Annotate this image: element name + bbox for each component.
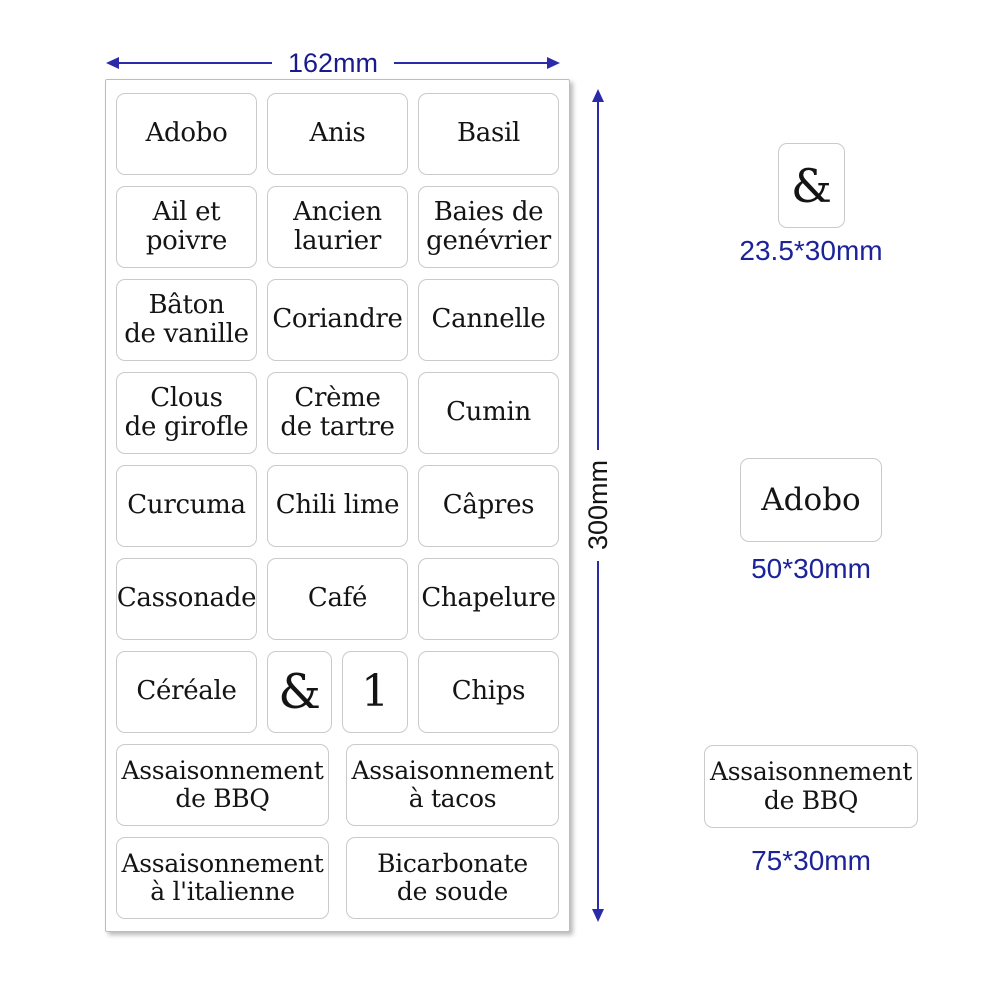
label-sticker: Chili lime bbox=[267, 465, 408, 547]
sample-label-medium: Adobo bbox=[740, 458, 882, 542]
label-sticker: Clous de girofle bbox=[116, 372, 257, 454]
height-dimension-label: 300mm bbox=[582, 460, 613, 551]
sample-label-large: Assaisonnement de BBQ bbox=[704, 745, 918, 828]
dimension-line bbox=[118, 62, 272, 64]
label-sticker: Bâton de vanille bbox=[116, 279, 257, 361]
dimension-line bbox=[597, 101, 599, 451]
arrow-down-icon bbox=[592, 909, 604, 928]
width-dimension: 162mm bbox=[100, 46, 566, 80]
dimension-line bbox=[597, 560, 599, 910]
dimension-line bbox=[394, 62, 548, 64]
label-sticker: Coriandre bbox=[267, 279, 408, 361]
label-row: Assaisonnement à l'italienne Bicarbonate… bbox=[116, 837, 569, 919]
label-row: Curcuma Chili lime Câpres bbox=[116, 465, 569, 547]
label-sticker: Câpres bbox=[418, 465, 559, 547]
label-row: Bâton de vanille Coriandre Cannelle bbox=[116, 279, 569, 361]
label-row: Adobo Anis Basil bbox=[116, 93, 569, 175]
label-sticker-ampersand: & bbox=[267, 651, 332, 733]
label-sticker: Curcuma bbox=[116, 465, 257, 547]
label-sticker: Baies de genévrier bbox=[418, 186, 559, 268]
sample-size-large: 75*30mm bbox=[751, 845, 871, 876]
arrow-right-icon bbox=[547, 57, 566, 69]
label-row: Céréale & 1 Chips bbox=[116, 651, 569, 733]
label-row: Ail et poivre Ancien laurier Baies de ge… bbox=[116, 186, 569, 268]
label-sticker: Bicarbonate de soude bbox=[346, 837, 559, 919]
label-sticker: Café bbox=[267, 558, 408, 640]
label-sticker: Cumin bbox=[418, 372, 559, 454]
label-sticker: Assaisonnement à tacos bbox=[346, 744, 559, 826]
label-sticker: Assaisonnement à l'italienne bbox=[116, 837, 329, 919]
label-row: Cassonade Café Chapelure bbox=[116, 558, 569, 640]
label-sticker: Cannelle bbox=[418, 279, 559, 361]
label-sheet: Adobo Anis Basil Ail et poivre Ancien la… bbox=[105, 79, 570, 932]
width-dimension-label: 162mm bbox=[287, 47, 379, 78]
label-sticker: Adobo bbox=[116, 93, 257, 175]
arrow-up-icon bbox=[592, 83, 604, 102]
sample-size-small: 23.5*30mm bbox=[739, 235, 883, 266]
label-sticker: Anis bbox=[267, 93, 408, 175]
sample-size-medium: 50*30mm bbox=[751, 553, 871, 584]
label-sticker: Ancien laurier bbox=[267, 186, 408, 268]
label-sticker: Cassonade bbox=[116, 558, 257, 640]
arrow-left-icon bbox=[100, 57, 119, 69]
label-sticker: Chapelure bbox=[418, 558, 559, 640]
label-sticker: Basil bbox=[418, 93, 559, 175]
label-row: Clous de girofle Crème de tartre Cumin bbox=[116, 372, 569, 454]
height-dimension: 300mm bbox=[580, 83, 616, 928]
label-sticker: Ail et poivre bbox=[116, 186, 257, 268]
label-row: Assaisonnement de BBQ Assaisonnement à t… bbox=[116, 744, 569, 826]
label-sticker: Chips bbox=[418, 651, 559, 733]
label-sticker-number: 1 bbox=[342, 651, 408, 733]
label-sticker: Céréale bbox=[116, 651, 257, 733]
label-sticker: Crème de tartre bbox=[267, 372, 408, 454]
sample-label-small: & bbox=[778, 143, 845, 228]
label-sticker: Assaisonnement de BBQ bbox=[116, 744, 329, 826]
